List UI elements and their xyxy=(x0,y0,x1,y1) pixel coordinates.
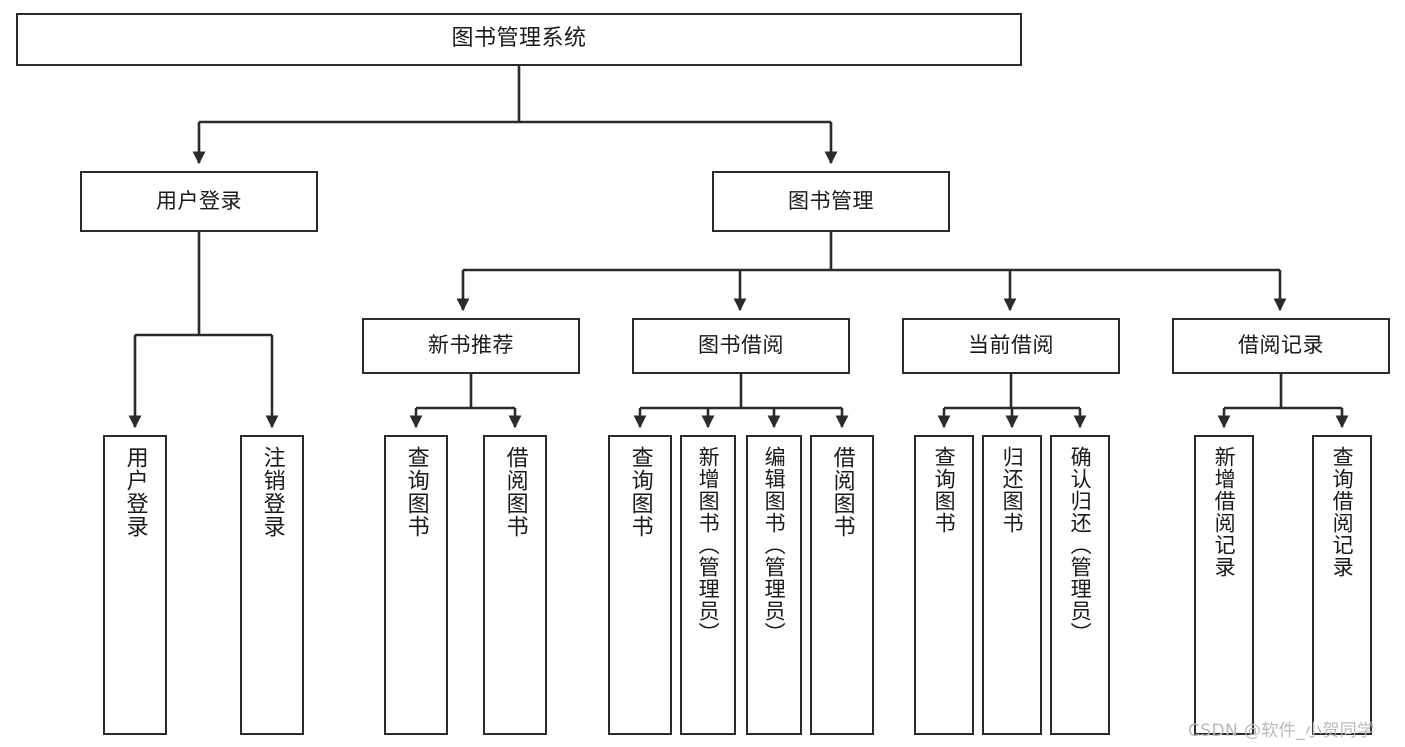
node-label: 查询图书 xyxy=(932,446,957,534)
node-label: 查询图书 xyxy=(403,446,429,538)
node-label: 用户登录 xyxy=(122,446,148,538)
leaf-recommend-borrow-book[interactable]: 借阅图书 xyxy=(483,435,547,735)
node-book-borrow[interactable]: 图书借阅 xyxy=(632,318,850,374)
leaf-record-add-record[interactable]: 新增借阅记录 xyxy=(1194,435,1254,735)
node-root-system[interactable]: 图书管理系统 xyxy=(16,13,1022,66)
leaf-borrow-borrow-book[interactable]: 借阅图书 xyxy=(810,435,874,735)
watermark: CSDN @软件_小贺同学 xyxy=(1188,721,1375,741)
node-label: 编辑图书（管理员） xyxy=(762,446,787,644)
node-label: 用户登录 xyxy=(156,188,242,213)
node-current-borrow[interactable]: 当前借阅 xyxy=(902,318,1120,374)
node-label: 借阅记录 xyxy=(1238,333,1324,358)
node-label: 查询图书 xyxy=(627,446,653,538)
node-label: 查询借阅记录 xyxy=(1330,446,1355,578)
node-label: 确认归还（管理员） xyxy=(1068,446,1093,644)
node-label: 图书管理 xyxy=(788,188,874,213)
node-new-book-recommend[interactable]: 新书推荐 xyxy=(362,318,580,374)
node-label: 新增图书（管理员） xyxy=(696,446,721,644)
leaf-record-query-record[interactable]: 查询借阅记录 xyxy=(1312,435,1372,735)
leaf-user-logout[interactable]: 注销登录 xyxy=(240,435,304,735)
node-label: 图书借阅 xyxy=(698,333,784,358)
leaf-current-return-book[interactable]: 归还图书 xyxy=(982,435,1042,735)
leaf-current-query-book[interactable]: 查询图书 xyxy=(914,435,974,735)
node-label: 新书推荐 xyxy=(428,333,514,358)
node-label: 借阅图书 xyxy=(829,446,855,538)
node-label: 图书管理系统 xyxy=(451,26,587,52)
node-label: 新增借阅记录 xyxy=(1212,446,1237,578)
node-book-management[interactable]: 图书管理 xyxy=(712,171,950,232)
node-borrow-record[interactable]: 借阅记录 xyxy=(1172,318,1390,374)
node-user-login[interactable]: 用户登录 xyxy=(80,171,318,232)
leaf-borrow-query-book[interactable]: 查询图书 xyxy=(608,435,672,735)
leaf-recommend-query-book[interactable]: 查询图书 xyxy=(384,435,448,735)
leaf-user-login[interactable]: 用户登录 xyxy=(103,435,167,735)
node-label: 注销登录 xyxy=(259,446,285,538)
node-label: 归还图书 xyxy=(1000,446,1025,534)
leaf-borrow-edit-book-admin[interactable]: 编辑图书（管理员） xyxy=(746,435,802,735)
leaf-borrow-add-book-admin[interactable]: 新增图书（管理员） xyxy=(680,435,736,735)
node-label: 当前借阅 xyxy=(968,333,1054,358)
leaf-current-confirm-return-admin[interactable]: 确认归还（管理员） xyxy=(1050,435,1110,735)
node-label: 借阅图书 xyxy=(502,446,528,538)
